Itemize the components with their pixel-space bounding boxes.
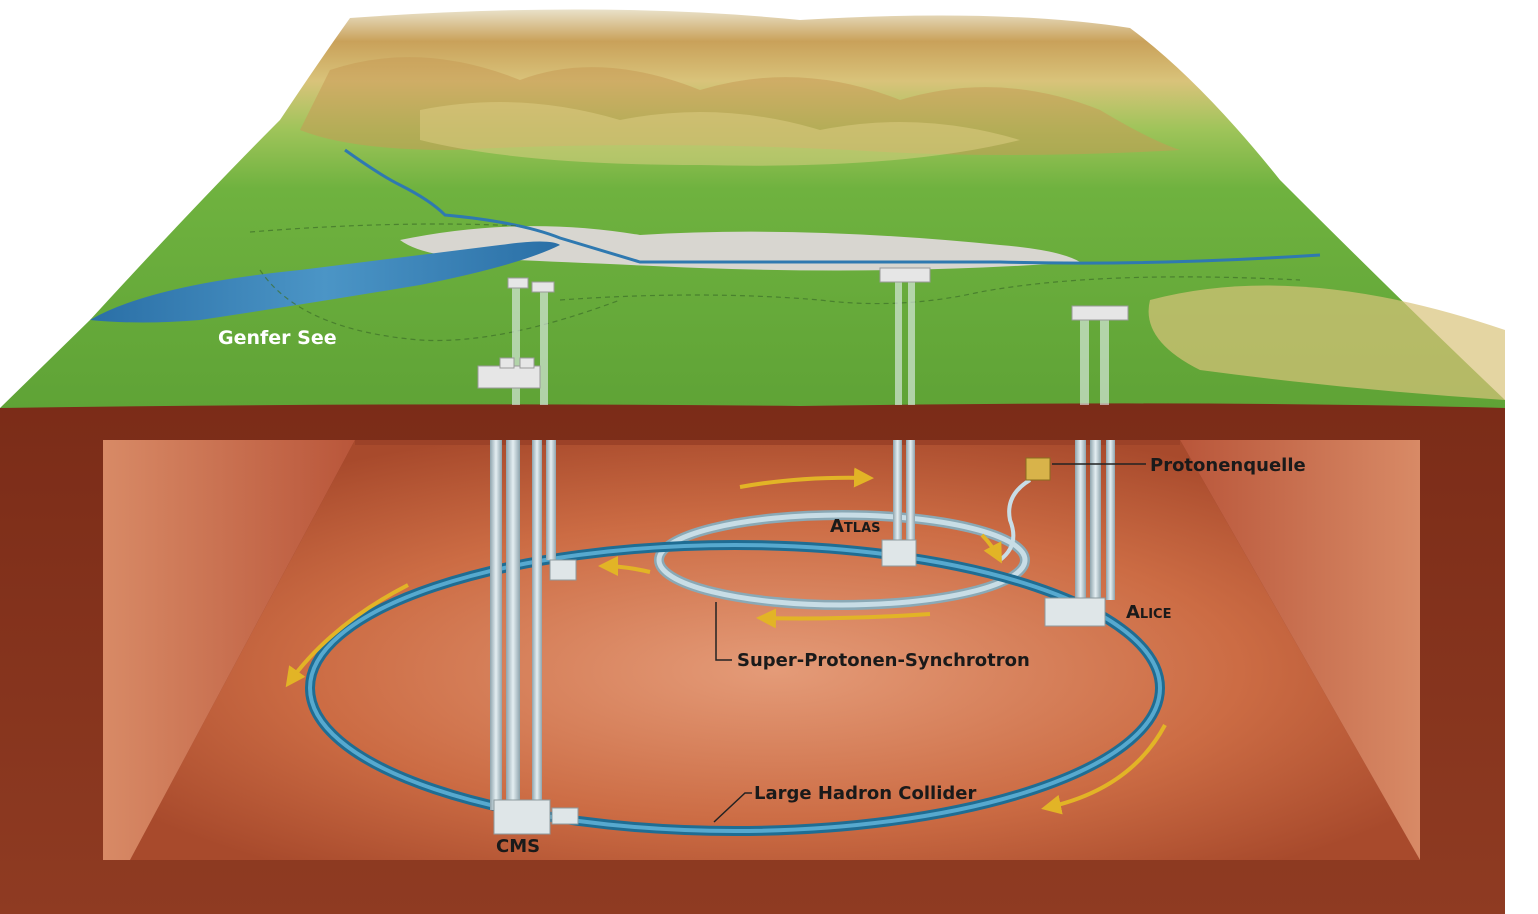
cms-cavern xyxy=(493,799,551,835)
lake-label: Genfer See xyxy=(218,327,337,349)
alice-cavern xyxy=(1044,597,1106,627)
direction-arrow-icon xyxy=(285,583,409,688)
direction-arrow-icon xyxy=(1041,724,1167,815)
surface-buildings xyxy=(477,267,1129,389)
access-shafts xyxy=(490,280,1115,810)
direction-arrow-icon xyxy=(756,608,931,629)
lhc-leader xyxy=(713,792,752,823)
sps-label: Super-Protonen-Synchrotron xyxy=(737,650,1030,671)
atlas-label: Atlas xyxy=(830,516,881,537)
direction-arrow-icon xyxy=(980,533,1002,564)
direction-arrows xyxy=(285,467,1167,815)
cms-label: CMS xyxy=(496,836,540,857)
sps-leader xyxy=(715,602,732,661)
direction-arrow-icon xyxy=(598,556,651,577)
direction-arrow-icon xyxy=(739,467,874,489)
terrain-surface xyxy=(0,9,1505,408)
river xyxy=(344,148,1321,265)
lhc-label: Large Hadron Collider xyxy=(754,783,976,804)
detector-caverns xyxy=(493,539,1106,835)
lake-geneva xyxy=(90,241,560,323)
city-area xyxy=(400,226,1080,271)
proton-source-box-icon xyxy=(998,457,1051,562)
atlas-cavern xyxy=(881,539,917,567)
alice-label: Alice xyxy=(1126,602,1171,623)
proton-source-label: Protonenquelle xyxy=(1150,455,1306,476)
